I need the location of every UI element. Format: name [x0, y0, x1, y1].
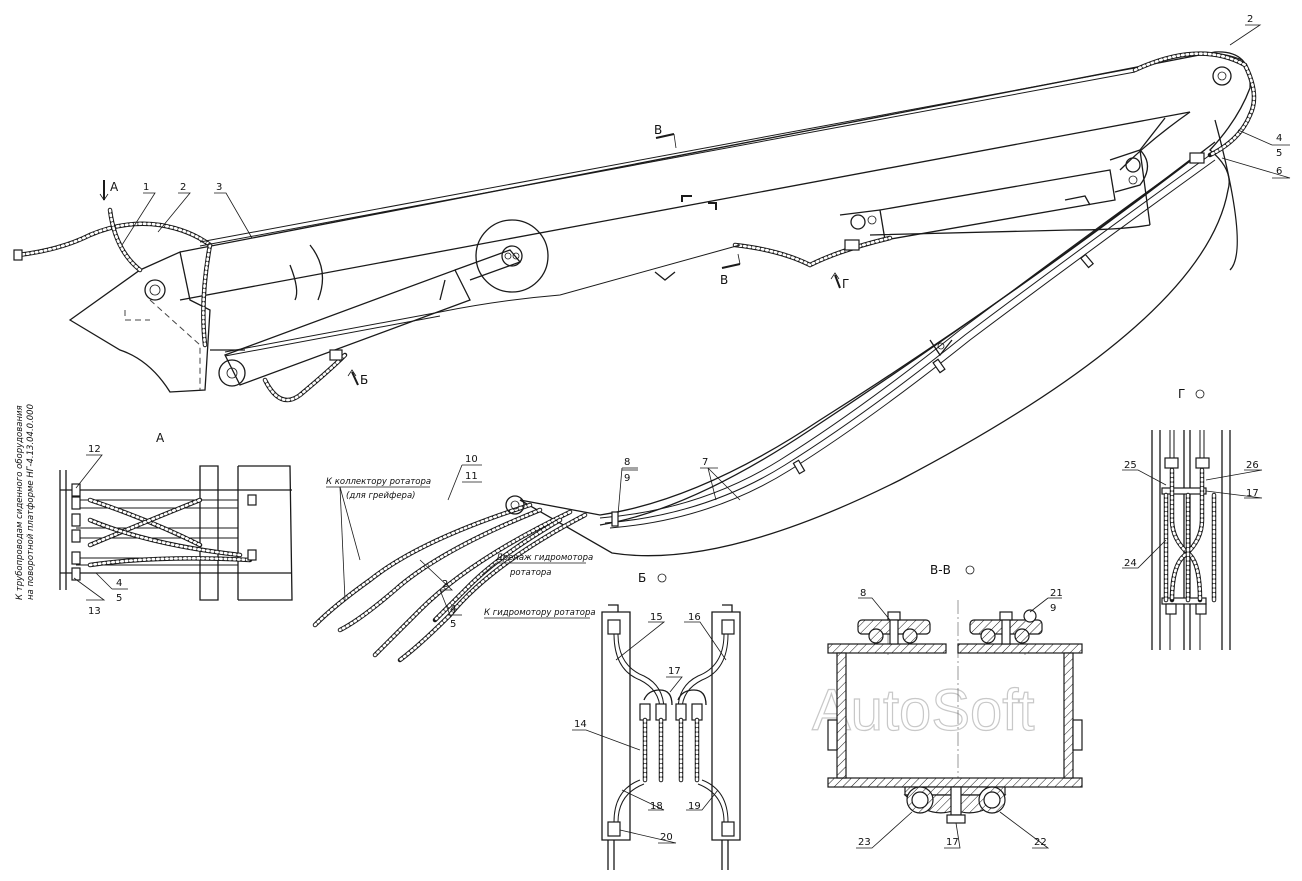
boom-hoses: [13, 51, 1257, 663]
callout-12: 12: [88, 444, 101, 455]
section-v-bottom-label: В: [720, 273, 728, 287]
callout-19: 19: [688, 801, 701, 812]
watermark: AutoSoft: [812, 678, 1034, 743]
callout-2-lower: 2: [442, 579, 448, 590]
callout-16: 16: [688, 612, 701, 623]
note-side-1: К трубопроводам сиденного оборудования: [15, 405, 25, 600]
view-a: А 12 13 4 5 К т: [15, 404, 293, 617]
note-motor: К гидромотору ротатора: [484, 608, 596, 618]
note-collector-2: (для грейфера): [346, 491, 415, 501]
callout-1: 1: [143, 182, 149, 193]
main-callouts: 1 2 3 2 4 5 6 7 8 9 10 11 2 4 5: [121, 14, 1291, 630]
view-a-arrow-label: А: [110, 180, 119, 194]
callout-4-top: 4: [1276, 133, 1282, 144]
callout-5-view-a: 5: [116, 593, 122, 604]
note-side-2: на поворотной платформе НГ-4.13.04.0.000: [26, 404, 36, 600]
callout-26: 26: [1246, 460, 1259, 471]
callout-17-view-g: 17: [1246, 488, 1259, 499]
callout-25: 25: [1124, 460, 1137, 471]
note-drain-2: ротатора: [509, 568, 552, 578]
callout-2-top: 2: [1247, 14, 1253, 25]
view-b: Б 15 16: [572, 571, 741, 870]
callout-2: 2: [180, 182, 186, 193]
callout-21: 21: [1050, 588, 1063, 599]
callout-9-section: 9: [1050, 603, 1056, 614]
view-g: Г 25 26 17 24: [1122, 387, 1263, 650]
callout-20: 20: [660, 832, 673, 843]
callout-17-section: 17: [946, 837, 959, 848]
callout-11: 11: [465, 471, 478, 482]
callout-9: 9: [624, 473, 630, 484]
section-markers: В В А Б Г: [99, 123, 849, 387]
section-v-v-title: В-В: [930, 563, 951, 577]
section-v-top-label: В: [654, 123, 662, 137]
callout-4-lower: 4: [450, 604, 456, 615]
callout-10: 10: [465, 454, 478, 465]
hose-notes: К коллектору ротатора (для грейфера) Дре…: [326, 477, 596, 619]
view-a-title: А: [156, 431, 165, 445]
view-b-arrow-label: Б: [360, 373, 368, 387]
callout-7: 7: [702, 457, 708, 468]
section-v-v: В-В 8: [827, 563, 1083, 849]
callout-3: 3: [216, 182, 222, 193]
callout-5-lower: 5: [450, 619, 456, 630]
view-b-title: Б: [638, 571, 646, 585]
callout-8-section: 8: [860, 588, 866, 599]
view-g-arrow-label: Г: [842, 277, 849, 291]
note-collector-1: К коллектору ротатора: [326, 477, 431, 487]
callout-14: 14: [574, 719, 587, 730]
callout-17-view-b: 17: [668, 666, 681, 677]
callout-24: 24: [1124, 558, 1137, 569]
callout-5-top: 5: [1276, 148, 1282, 159]
callout-22: 22: [1034, 837, 1047, 848]
callout-23: 23: [858, 837, 871, 848]
view-g-title: Г: [1178, 387, 1185, 401]
callout-8: 8: [624, 457, 630, 468]
callout-15: 15: [650, 612, 663, 623]
callout-13: 13: [88, 606, 101, 617]
main-boom: [68, 51, 1251, 557]
note-drain-1: Дренаж гидромотора: [495, 553, 593, 563]
callout-6: 6: [1276, 166, 1282, 177]
callout-4-view-a: 4: [116, 578, 122, 589]
callout-18: 18: [650, 801, 663, 812]
